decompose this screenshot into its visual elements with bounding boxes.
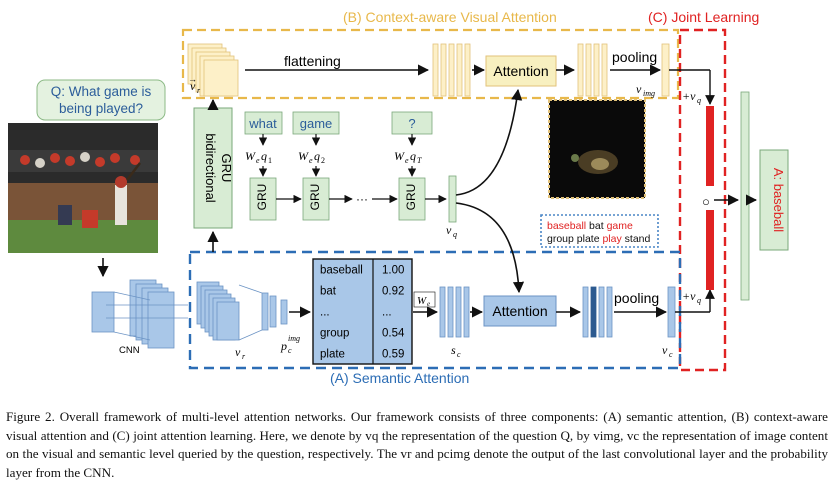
pooling-label-bottom: pooling — [614, 290, 659, 306]
section-b-label: (B) Context-aware Visual Attention — [343, 9, 557, 25]
p-c-img-label: p — [280, 339, 287, 353]
gru-cell-1 — [249, 177, 277, 221]
concept-name: group — [320, 327, 349, 339]
answer-box — [759, 149, 789, 251]
bidirectional-gru-label-2: GRU — [219, 154, 234, 183]
v-c-vector — [667, 286, 676, 338]
gru-cell-2-label: GRU — [308, 184, 322, 211]
concept-table — [312, 258, 413, 365]
concept-word-box — [540, 214, 659, 248]
question-line1: Q: What game is — [51, 84, 152, 99]
flattening-label: flattening — [284, 53, 341, 69]
section-a-label: (A) Semantic Attention — [330, 370, 469, 386]
svg-text:q: q — [261, 149, 267, 163]
bidirectional-gru-box — [193, 107, 233, 229]
attention-label-bottom: Attention — [492, 303, 547, 319]
plus-vq-bottom: +v — [682, 289, 696, 303]
figure-caption: Figure 2. Overall framework of multi-lev… — [6, 408, 828, 482]
concept-words-line2: group plate play stand — [547, 233, 650, 245]
joint-vector-bottom — [706, 210, 714, 290]
cnn-label: CNN — [119, 345, 140, 356]
embed-q2: W — [298, 149, 309, 163]
svg-text:c: c — [288, 346, 292, 355]
word-what: what — [248, 116, 277, 131]
section-c-label: (C) Joint Learning — [648, 9, 759, 25]
v-c-label: v — [662, 343, 668, 357]
bidirectional-gru-label: bidirectional — [203, 133, 218, 202]
embed-q1: W — [245, 149, 256, 163]
gru-ellipsis: ··· — [356, 192, 368, 206]
joint-vector-top — [706, 106, 714, 186]
classifier-vector — [740, 91, 750, 301]
gru-cell-3 — [398, 177, 426, 221]
baseball-photo — [8, 123, 158, 253]
v-r-top-label: v — [190, 79, 196, 93]
concept-score: 0.54 — [382, 327, 405, 339]
v-img-vector — [661, 43, 670, 97]
concept-score: ... — [382, 306, 392, 318]
question-box — [36, 79, 166, 121]
svg-text:→: → — [188, 74, 197, 84]
gru-cell-1-label: GRU — [255, 184, 269, 211]
attended-vectors-bottom — [582, 286, 613, 338]
concept-words-line1: baseball bat game — [547, 220, 633, 232]
attention-label-top: Attention — [493, 63, 548, 79]
s-c-label: s — [451, 343, 456, 357]
pooling-label-top: pooling — [612, 49, 657, 65]
svg-text:T: T — [417, 156, 422, 165]
concept-score: 1.00 — [382, 264, 404, 276]
w-e-label: W — [417, 295, 427, 307]
bottom-feature-maps — [196, 281, 288, 341]
concept-name: baseball — [320, 264, 363, 276]
embed-qT: W — [394, 149, 405, 163]
attention-heatmap — [548, 99, 646, 199]
word-question: ? — [408, 116, 415, 131]
v-img-label: v — [636, 82, 642, 96]
caption-text: Figure 2. Overall framework of multi-lev… — [6, 409, 828, 480]
svg-text:q: q — [314, 149, 320, 163]
v-r-bottom-label: v — [235, 345, 241, 359]
concept-name: bat — [320, 285, 337, 297]
attended-vectors-top — [577, 43, 608, 97]
concept-score: 0.59 — [382, 348, 404, 360]
concept-name: ... — [320, 306, 330, 318]
answer-label: A: baseball — [771, 168, 786, 232]
svg-text:c: c — [669, 350, 673, 359]
attention-box-bottom — [483, 295, 557, 327]
svg-text:e: e — [427, 300, 430, 308]
svg-text:r: r — [197, 86, 201, 95]
v-q-vector — [448, 175, 457, 223]
svg-text:e: e — [309, 156, 313, 165]
svg-text:2: 2 — [321, 156, 325, 165]
svg-text:q: q — [697, 96, 701, 105]
section-b-frame — [181, 28, 680, 100]
svg-text:q: q — [410, 149, 416, 163]
framework-diagram: (B) Context-aware Visual Attention (C) J… — [8, 9, 789, 386]
joint-circle-op: ○ — [702, 194, 710, 209]
v-q-label: v — [446, 223, 452, 237]
semantic-vectors — [439, 286, 470, 338]
svg-text:c: c — [457, 350, 461, 359]
concept-name: plate — [320, 348, 345, 360]
svg-text:q: q — [453, 230, 457, 239]
top-feature-maps — [187, 43, 239, 97]
concept-score: 0.92 — [382, 285, 404, 297]
svg-text:1: 1 — [268, 156, 272, 165]
flattened-vectors — [432, 43, 471, 97]
attention-box-top — [485, 55, 557, 87]
question-line2: being played? — [59, 101, 143, 116]
svg-text:img: img — [288, 334, 300, 343]
gru-cell-2 — [302, 177, 330, 221]
svg-text:img: img — [643, 89, 655, 98]
section-a-frame — [188, 250, 682, 370]
gru-cell-3-label: GRU — [404, 184, 418, 211]
svg-text:e: e — [256, 156, 260, 165]
cnn-block — [91, 279, 188, 349]
svg-text:q: q — [697, 296, 701, 305]
word-game: game — [300, 116, 333, 131]
svg-text:e: e — [405, 156, 409, 165]
svg-text:r: r — [242, 352, 246, 361]
plus-vq-top: +v — [682, 89, 696, 103]
